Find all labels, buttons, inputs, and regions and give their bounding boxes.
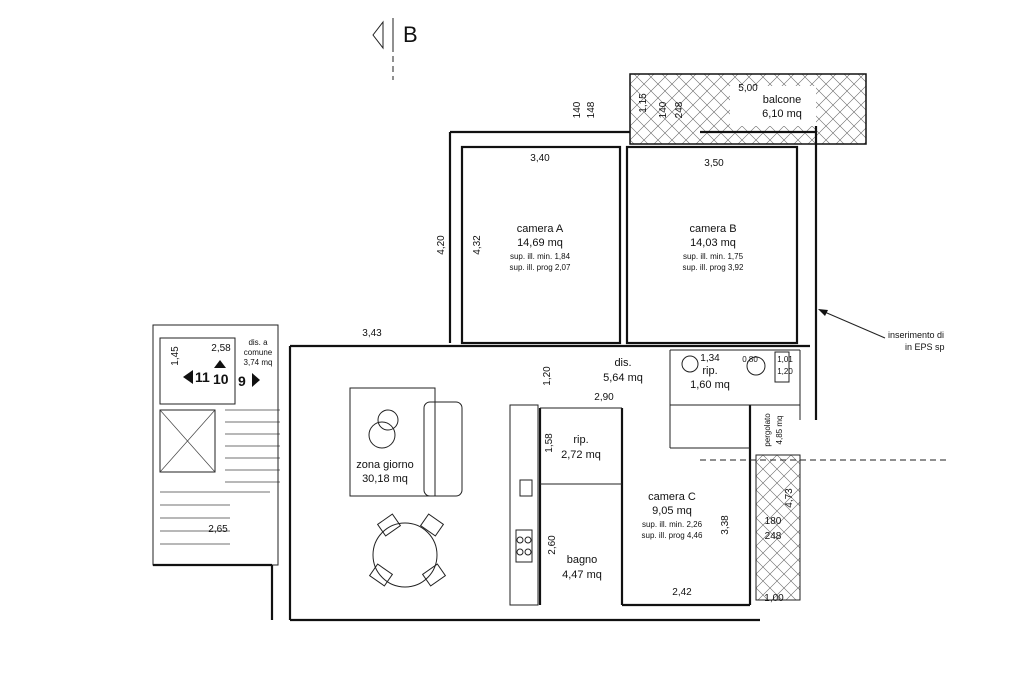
dim-1-20: 1,20: [542, 366, 553, 386]
room-labels: camera A 14,69 mq sup. ill. min. 1,84 su…: [244, 94, 802, 581]
walls: [288, 130, 816, 622]
dim-248: 248: [765, 531, 782, 542]
room-area-rip-1: 1,60 mq: [690, 379, 730, 391]
room-name-rip-1: rip.: [702, 365, 717, 377]
stair-numbers: 11 10 9: [183, 360, 260, 389]
dim-5-00: 5,00: [738, 83, 758, 94]
room-area-balcone: 6,10 mq: [762, 108, 802, 120]
stair-steps: [160, 409, 280, 545]
dim-1-58: 1,58: [544, 433, 555, 453]
section-label: B: [403, 22, 418, 47]
room-area-camera-b: 14,03 mq: [690, 237, 736, 249]
dim-4-20: 4,20: [436, 235, 447, 255]
section-marker: B: [372, 18, 418, 80]
room-supprog-camera-a: sup. ill. prog 2,07: [510, 263, 571, 272]
stair-number-11: 11: [195, 369, 210, 385]
dim-140-b: 140: [658, 101, 669, 118]
dim-3-38: 3,38: [720, 515, 731, 535]
dim-2-60: 2,60: [547, 535, 558, 555]
dim-1-34: 1,34: [700, 353, 720, 364]
dim-248-top: 248: [674, 101, 685, 118]
room-supmin-camera-a: sup. ill. min. 1,84: [510, 252, 571, 261]
room-name-balcone: balcone: [763, 94, 802, 106]
dim-140-a: 140: [572, 101, 583, 118]
dim-1-01: 1,01: [777, 355, 793, 364]
room-name-dis: dis.: [614, 357, 631, 369]
room-supprog-camera-b: sup. ill. prog 3,92: [683, 263, 744, 272]
dim-4-73: 4,73: [784, 488, 795, 508]
room-name-pergolato: pergolato: [763, 413, 772, 447]
annotation-pointer: [818, 309, 886, 339]
room-supmin-camera-c: sup. ill. min. 2,26: [642, 520, 703, 529]
room-area-dis-comune: 3,74 mq: [244, 358, 273, 367]
dim-3-50: 3,50: [704, 158, 724, 169]
annotation-line-1: inserimento di: [888, 330, 944, 340]
dim-1-15: 1,15: [638, 93, 649, 113]
dim-1-45: 1,45: [170, 346, 181, 366]
dim-3-43: 3,43: [362, 328, 382, 339]
dim-4-32: 4,32: [472, 235, 483, 255]
room-area-pergolato: 4,85 mq: [775, 416, 784, 445]
room-name-camera-a: camera A: [517, 223, 564, 235]
annotation-note: inserimento di in EPS sp: [888, 330, 945, 352]
stair-number-9: 9: [238, 373, 246, 389]
dim-2-42: 2,42: [672, 587, 692, 598]
room-name-zona-giorno: zona giorno: [356, 459, 414, 471]
stair-number-10: 10: [213, 371, 229, 387]
stairwell: [152, 324, 280, 620]
room-name-dis-comune-2: comune: [244, 348, 273, 357]
pergolato-area: [700, 454, 950, 601]
room-name-camera-b: camera B: [689, 223, 736, 235]
dimension-labels: 3,40 3,50 140 148 140 248 1,15 5,00 4,20…: [170, 83, 795, 604]
room-area-bagno: 4,47 mq: [562, 569, 602, 581]
dim-0-80: 0,80: [742, 355, 758, 364]
dim-2-58: 2,58: [211, 343, 231, 354]
room-area-dis: 5,64 mq: [603, 372, 643, 384]
room-area-rip-2: 2,72 mq: [561, 449, 601, 461]
dim-180: 180: [765, 516, 782, 527]
room-name-bagno: bagno: [567, 554, 598, 566]
room-name-camera-c: camera C: [648, 491, 696, 503]
furniture: [349, 351, 790, 606]
dim-148: 148: [586, 101, 597, 118]
room-supmin-camera-b: sup. ill. min. 1,75: [683, 252, 744, 261]
dim-2-65: 2,65: [208, 524, 228, 535]
room-name-dis-comune-1: dis. a: [248, 338, 268, 347]
annotation-line-2: in EPS sp: [905, 342, 945, 352]
room-supprog-camera-c: sup. ill. prog 4,46: [642, 531, 703, 540]
dim-2-90: 2,90: [594, 392, 614, 403]
room-area-camera-a: 14,69 mq: [517, 237, 563, 249]
room-area-zona-giorno: 30,18 mq: [362, 473, 408, 485]
dim-1-00: 1,00: [764, 593, 784, 604]
room-name-rip-2: rip.: [573, 434, 588, 446]
balcony: [629, 73, 867, 420]
room-area-camera-c: 9,05 mq: [652, 505, 692, 517]
dim-1-20b: 1,20: [777, 367, 793, 376]
dim-3-40: 3,40: [530, 153, 550, 164]
